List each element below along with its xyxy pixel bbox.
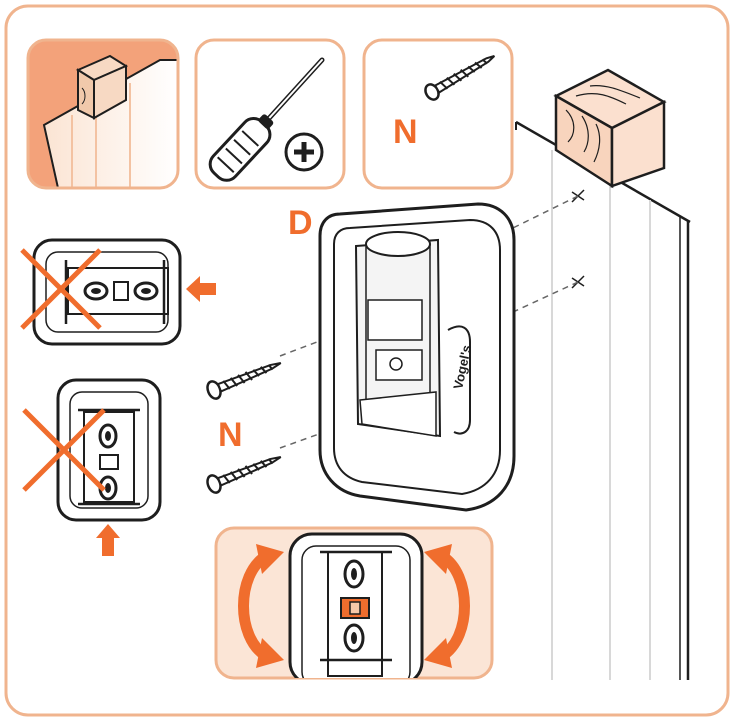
screw-icon bbox=[424, 55, 496, 101]
bracket-label: D bbox=[288, 204, 313, 242]
wood-beam bbox=[553, 68, 667, 189]
rotate-arrows-icon bbox=[214, 526, 494, 680]
wood-board-icon bbox=[26, 38, 180, 190]
screw-icon bbox=[206, 362, 282, 400]
screw-icon bbox=[206, 456, 282, 494]
screw-label: N bbox=[393, 113, 418, 151]
bracket-housing bbox=[318, 202, 516, 512]
phillips-screwdriver-icon bbox=[194, 38, 346, 190]
wrong-orientation-vertical-icon bbox=[22, 378, 162, 556]
screw-tile bbox=[362, 38, 514, 190]
wall-panel bbox=[515, 120, 691, 680]
screws-label: N bbox=[218, 416, 243, 454]
wrong-orientation-horizontal-icon bbox=[20, 238, 216, 346]
